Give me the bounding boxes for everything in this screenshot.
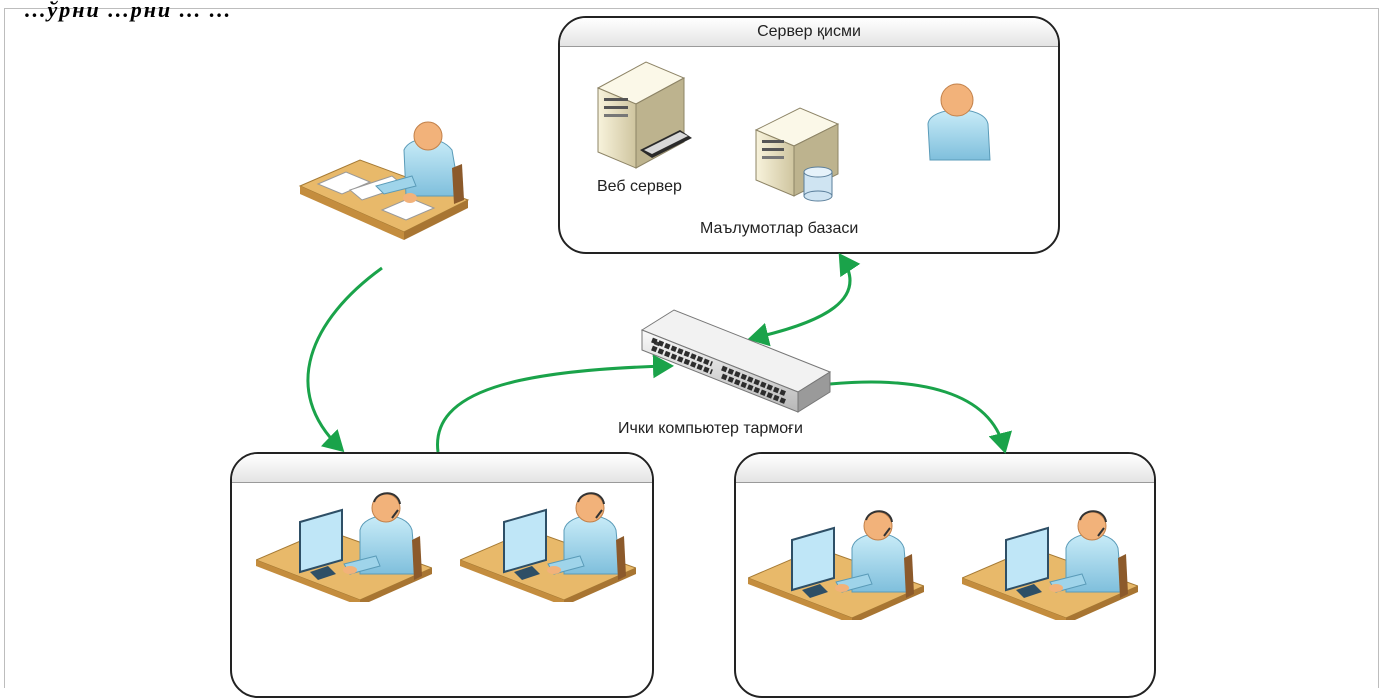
operator-workstation-icon bbox=[460, 492, 636, 602]
operators-right-panel-title bbox=[736, 454, 1154, 483]
web-server-label: Веб сервер bbox=[597, 178, 682, 195]
operators-left-panel-title bbox=[232, 454, 652, 483]
arrow-operators-to-switch bbox=[436, 354, 674, 453]
database-server-icon bbox=[754, 107, 840, 202]
operator-workstation-icon bbox=[962, 510, 1138, 620]
arrow-clerk-to-operators bbox=[306, 266, 383, 453]
arrow-switch-to-right-operators bbox=[829, 380, 1012, 454]
operator-workstation-icon bbox=[256, 492, 432, 602]
page-frame: ...ўрни ...рни ... ... bbox=[4, 0, 1379, 688]
network-label: Ички компьютер тармоғи bbox=[618, 420, 803, 437]
network-switch-icon bbox=[640, 309, 832, 413]
person-at-desk-icon bbox=[298, 121, 470, 240]
page-heading-fragment: ...ўрни ...рни ... ... bbox=[25, 0, 233, 22]
admin-person-icon bbox=[927, 83, 991, 161]
arrow-switch-server-bidirectional bbox=[747, 253, 861, 347]
web-server-icon bbox=[596, 61, 692, 169]
operator-workstation-icon bbox=[748, 510, 924, 620]
database-label: Маълумотлар базаси bbox=[700, 220, 859, 237]
server-panel-title: Сервер қисми bbox=[560, 18, 1058, 47]
